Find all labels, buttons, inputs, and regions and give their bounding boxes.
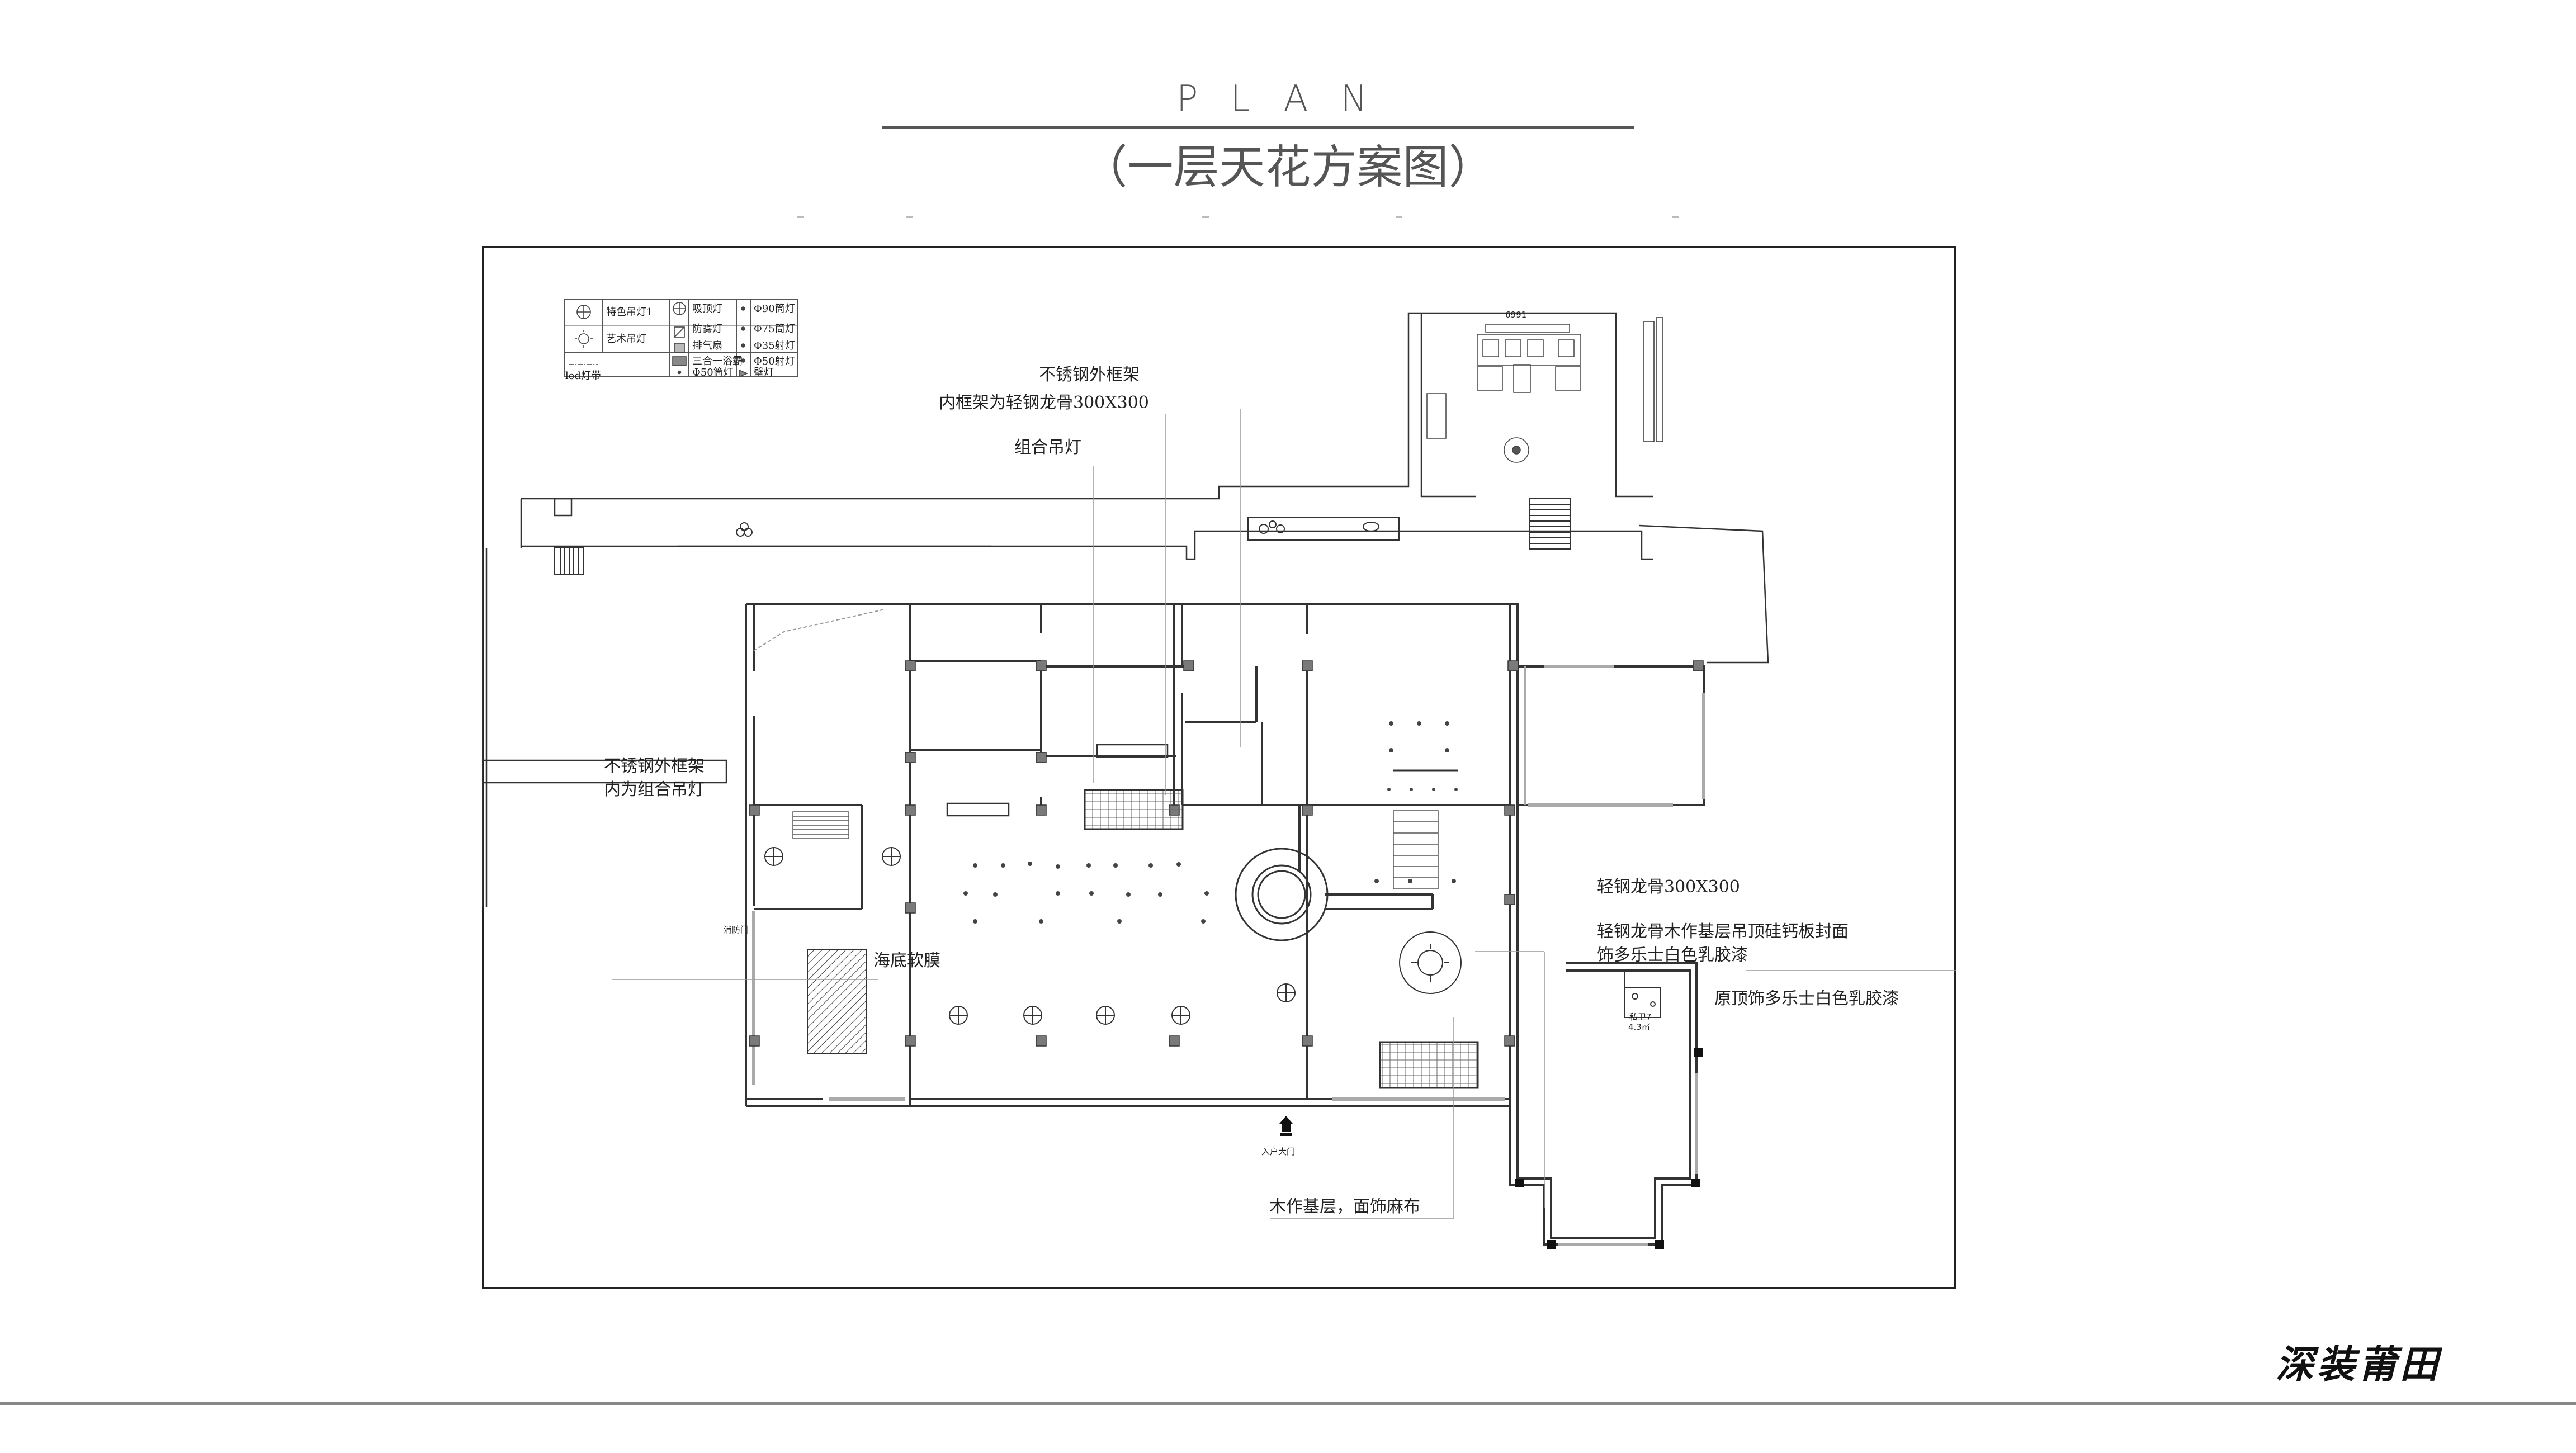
wood-base-linen-panel	[1379, 1041, 1479, 1089]
plan-subtitle: （一层天花方案图）	[1081, 141, 1495, 194]
legend-label: 艺术吊灯	[606, 333, 646, 345]
private-bath-area: 4.3㎡	[1628, 1022, 1650, 1032]
black-columns	[1515, 1048, 1703, 1249]
stairs-inner	[792, 810, 1439, 889]
stainless-frame-top-label: 不锈钢外框架	[1039, 365, 1140, 385]
dimension-label: 6991	[1505, 310, 1526, 320]
decor-tick	[1202, 216, 1209, 218]
decor-tick	[797, 216, 804, 218]
plan-title: PLAN	[1176, 78, 1400, 120]
sea-bottom-film-label: 海底软膜	[873, 951, 940, 971]
dimension-bar	[1485, 324, 1570, 333]
legend-label: 排气扇	[692, 340, 722, 352]
corridor-light-bar	[1096, 744, 1169, 758]
fire-door-label: 消防门	[724, 925, 749, 935]
private-bath-label: 私卫7	[1629, 1012, 1652, 1022]
title-divider	[882, 126, 1634, 129]
combo-light-bar-left	[946, 802, 1010, 817]
inner-frame-keel-label: 内框架为轻钢龙骨300X300	[939, 393, 1149, 413]
legend-label: Φ90筒灯	[754, 303, 795, 315]
combo-chandelier-label: 组合吊灯	[1014, 438, 1081, 457]
footer-rule	[0, 1402, 2576, 1405]
legend-icons	[569, 302, 749, 378]
legend-label: 三合一浴霸	[692, 356, 743, 367]
brand-logo: 深装莆田	[2276, 1342, 2442, 1387]
sun-icon	[575, 330, 593, 348]
lounge-furniture	[1426, 324, 1581, 463]
annotations: 不锈钢外框架 内框架为轻钢龙骨300X300 组合吊灯 不锈钢外框架 内为组合吊…	[604, 365, 1899, 1217]
decor-tick	[1396, 216, 1402, 218]
downlights	[963, 721, 1458, 924]
stairs-right	[1529, 498, 1571, 550]
original-ceiling-label: 原顶饰多乐士白色乳胶漆	[1714, 989, 1899, 1009]
legend-label: Φ50筒灯	[692, 367, 734, 378]
ceiling-lights	[764, 847, 1296, 1025]
legend-label: led灯带	[565, 370, 601, 382]
windows	[752, 665, 1705, 1246]
ceiling-plan-drawing: 特色吊灯1 艺术吊灯 led灯带 吸顶灯 防雾灯 排气扇 三合一浴霸 Φ50筒灯…	[482, 299, 1956, 1249]
triangle-icon	[739, 369, 749, 378]
keel-wood-base-label-1: 轻钢龙骨木作基层吊顶硅钙板封面	[1597, 922, 1849, 941]
keel-wood-base-label-2: 饰多乐士白色乳胶漆	[1597, 945, 1748, 965]
stainless-frame-left-label: 不锈钢外框架	[604, 756, 705, 776]
corridor-square	[554, 498, 573, 517]
legend-label: 吸顶灯	[692, 303, 722, 315]
legend-labels: 特色吊灯1 艺术吊灯 led灯带 吸顶灯 防雾灯 排气扇 三合一浴霸 Φ50筒灯…	[565, 303, 795, 382]
legend-label: Φ50射灯	[754, 356, 795, 367]
round-ceiling-feature	[1235, 848, 1329, 941]
main-entrance-label: 入户大门	[1261, 1147, 1295, 1157]
corridor-lights	[736, 517, 1400, 541]
legend-label: 防雾灯	[692, 323, 722, 335]
legend-label: Φ35射灯	[754, 340, 795, 352]
private-bathroom	[1624, 971, 1661, 1018]
dot-icon	[741, 343, 745, 348]
decor-tick	[906, 216, 913, 218]
square-icon	[674, 343, 685, 353]
columns	[749, 660, 1704, 1047]
square-slash-icon	[674, 326, 685, 338]
sea-bottom-film-hatch	[807, 949, 867, 1054]
legend-label: Φ75筒灯	[754, 323, 795, 335]
wood-base-linen-label: 木作基层，面饰麻布	[1269, 1197, 1420, 1217]
square-filled-icon	[672, 356, 687, 366]
combo-chandelier-grid	[1084, 789, 1184, 830]
dot-icon	[741, 326, 745, 331]
circle-cross-icon	[673, 302, 686, 315]
dashed-partition	[753, 609, 885, 651]
legend-label: 特色吊灯1	[606, 306, 653, 318]
stairs-left	[554, 547, 584, 575]
legend-label: 壁灯	[754, 367, 774, 378]
dot-icon	[741, 306, 745, 311]
light-steel-keel-label: 轻钢龙骨300X300	[1597, 877, 1740, 897]
art-chandelier	[1399, 931, 1462, 994]
dot-icon	[677, 370, 682, 375]
corridor-outline	[482, 312, 1769, 907]
decor-tick	[1672, 216, 1679, 218]
inner-combo-chandelier-label: 内为组合吊灯	[604, 780, 705, 799]
walls	[745, 603, 1519, 1115]
leader-lines	[612, 409, 1956, 1219]
circle-cross-icon	[576, 305, 591, 319]
entrance-arrow	[1279, 1116, 1293, 1136]
dot-icon	[741, 358, 745, 363]
